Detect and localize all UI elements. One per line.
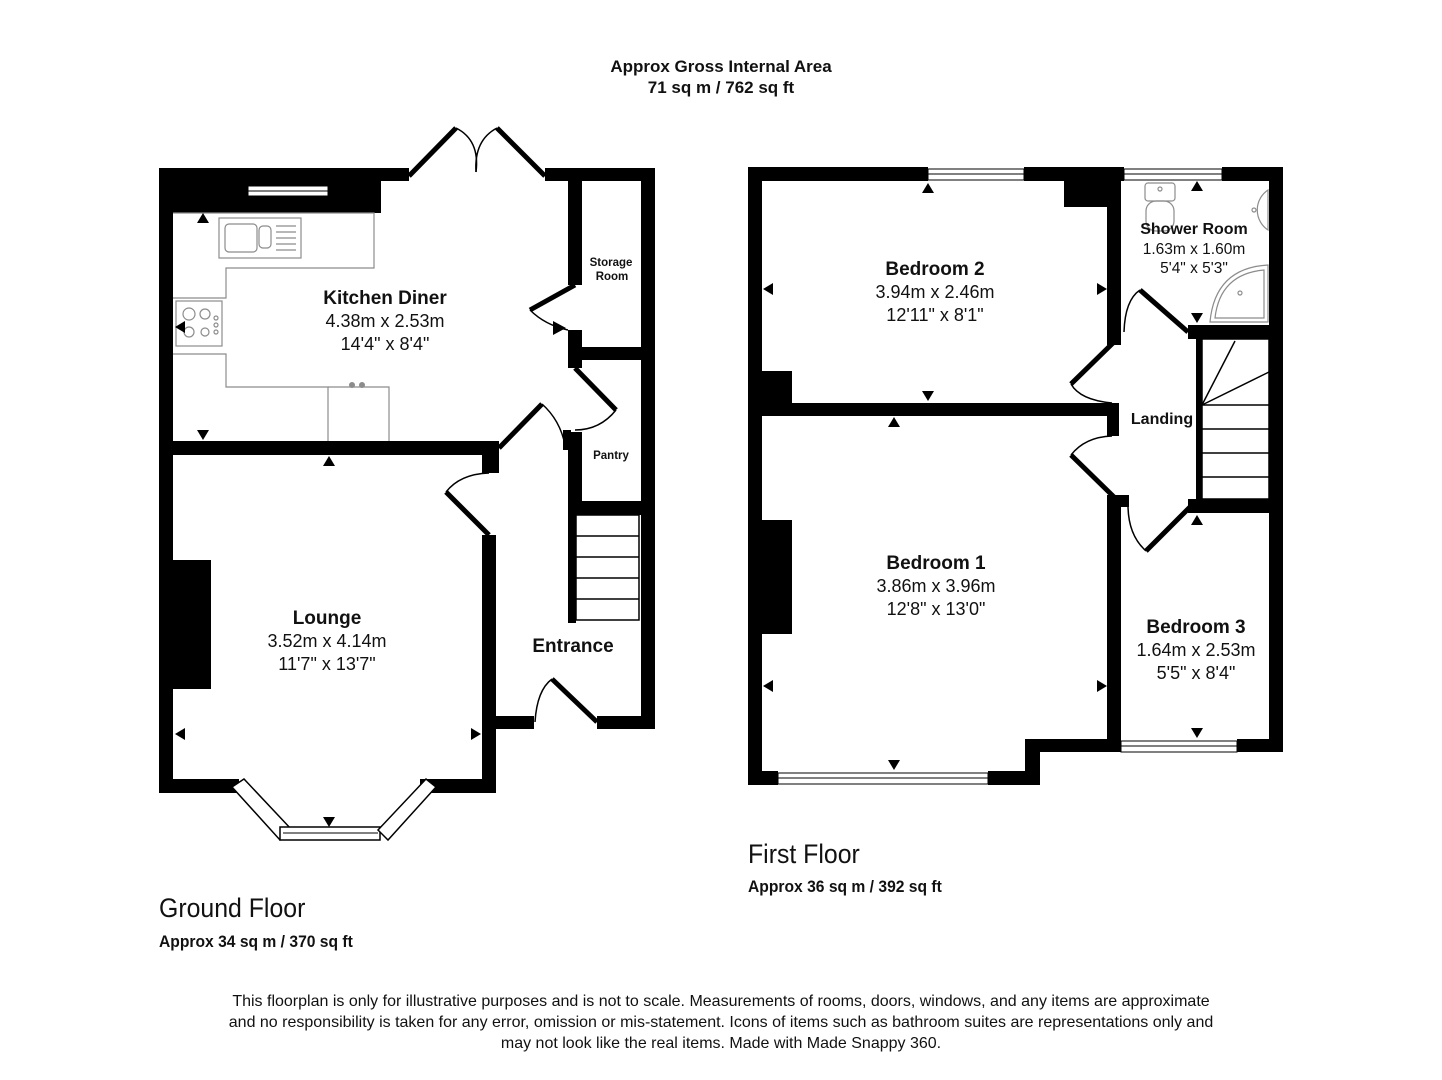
ground-floor-area: Approx 34 sq m / 370 sq ft <box>159 932 353 951</box>
room-name-bedroom-2: Bedroom 2 <box>885 259 985 280</box>
first-floor-plan <box>748 167 1283 785</box>
room-name-kitchen-diner: Kitchen Diner <box>323 288 447 309</box>
room-metric-bedroom-3: 1.64m x 2.53m <box>1136 640 1256 660</box>
room-name-storage-line1: Storage <box>589 257 633 269</box>
room-metric-kitchen-diner: 4.38m x 2.53m <box>325 311 445 331</box>
room-imperial-bedroom-2: 12'11" x 8'1" <box>886 305 984 325</box>
room-metric-shower-room: 1.63m x 1.60m <box>1142 241 1246 258</box>
first-floor-title: First Floor <box>748 839 860 869</box>
room-name-storage-line2: Room <box>595 271 629 283</box>
disclaimer: This floorplan is only for illustrative … <box>150 991 1292 1054</box>
disclaimer-line-3: may not look like the real items. Made w… <box>500 1035 942 1052</box>
room-metric-lounge: 3.52m x 4.14m <box>267 631 387 651</box>
gross-area-value: 71 sq m / 762 sq ft <box>647 78 795 97</box>
room-name-entrance: Entrance <box>532 636 614 657</box>
room-name-landing: Landing <box>1130 411 1194 428</box>
room-name-pantry: Pantry <box>593 450 629 462</box>
room-imperial-kitchen-diner: 14'4" x 8'4" <box>340 334 430 354</box>
room-metric-bedroom-1: 3.86m x 3.96m <box>876 576 996 596</box>
disclaimer-line-2: and no responsibility is taken for any e… <box>228 1014 1214 1031</box>
ground-floor-title: Ground Floor <box>159 893 306 923</box>
room-name-bedroom-3: Bedroom 3 <box>1146 617 1246 638</box>
room-name-lounge: Lounge <box>292 608 362 629</box>
room-name-bedroom-1: Bedroom 1 <box>886 553 986 574</box>
disclaimer-line-1: This floorplan is only for illustrative … <box>232 993 1210 1010</box>
gross-area-title: Approx Gross Internal Area <box>610 57 832 76</box>
first-floor-area: Approx 36 sq m / 392 sq ft <box>748 877 942 896</box>
room-name-shower-room: Shower Room <box>1140 221 1248 238</box>
room-imperial-lounge: 11'7" x 13'7" <box>278 654 376 674</box>
room-imperial-bedroom-1: 12'8" x 13'0" <box>886 599 986 619</box>
ground-floor-plan <box>159 126 655 842</box>
room-imperial-shower-room: 5'4" x 5'3" <box>1160 260 1228 277</box>
room-metric-bedroom-2: 3.94m x 2.46m <box>875 282 995 302</box>
room-imperial-bedroom-3: 5'5" x 8'4" <box>1156 663 1236 683</box>
